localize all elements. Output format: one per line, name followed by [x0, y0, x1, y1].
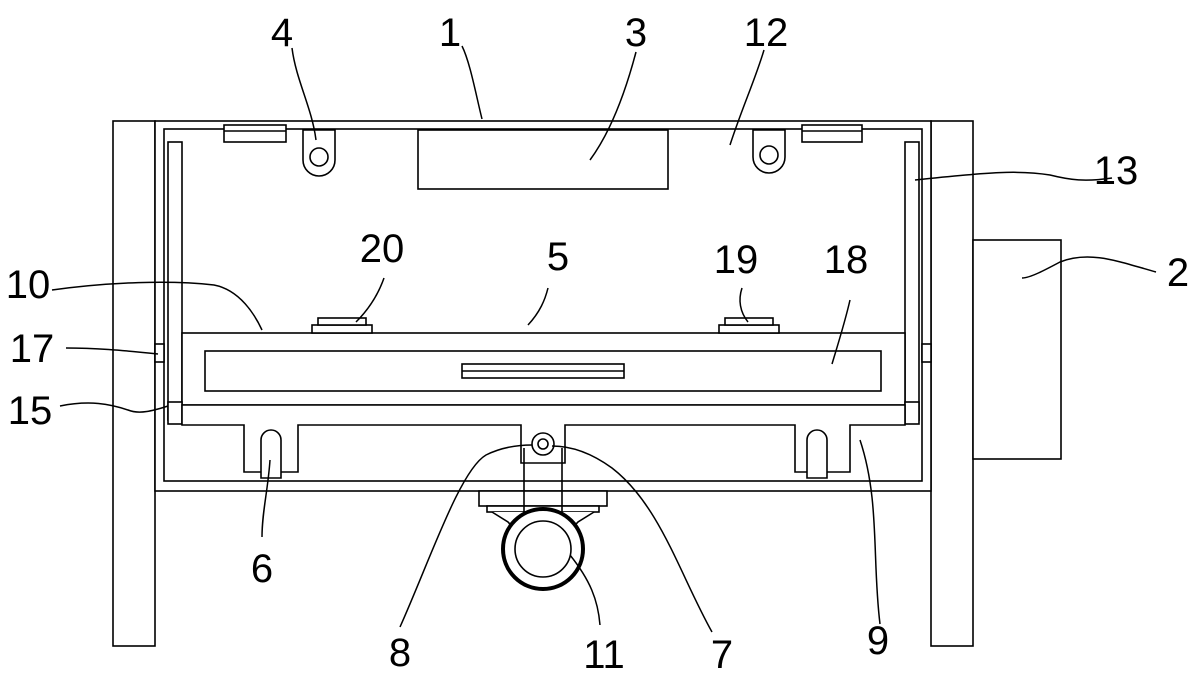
- label-19: 19: [714, 238, 759, 282]
- leader-8: [399, 444, 533, 628]
- leader-18: [65, 347, 159, 355]
- leader-11: [569, 554, 601, 626]
- top-left-ring: [302, 129, 336, 177]
- label-1: 1: [439, 11, 461, 55]
- leader-19: [739, 287, 749, 323]
- right-bump: [718, 317, 780, 334]
- label-15: 15: [8, 389, 53, 433]
- leader-2: [1021, 256, 1157, 279]
- label-7: 7: [711, 633, 733, 677]
- left-hook: [260, 429, 282, 479]
- leader-10: [51, 281, 263, 331]
- leader-9: [859, 439, 881, 625]
- label-20: 20: [360, 227, 405, 271]
- motor-assembly: [478, 448, 608, 591]
- leader-4: [291, 47, 317, 141]
- leader-13: [914, 171, 1113, 181]
- right-side-tab: [921, 343, 932, 363]
- leader-12: [729, 49, 765, 146]
- top-right-ring: [752, 129, 786, 174]
- label-12: 12: [744, 11, 789, 55]
- left-guide-rail: [167, 141, 183, 421]
- leader-7: [551, 445, 713, 633]
- label-10: 10: [6, 263, 51, 307]
- top-left-block: [223, 124, 287, 143]
- leader-1: [461, 45, 483, 120]
- leader-lines: [51, 45, 1157, 633]
- leader-17: [831, 299, 851, 365]
- housing-inner-wall: [163, 128, 923, 482]
- center-pin-inner: [537, 438, 549, 450]
- right-guide-rail: [904, 141, 920, 421]
- left-bump: [311, 317, 373, 334]
- left-leg: [112, 120, 156, 647]
- label-5: 5: [547, 235, 569, 279]
- right-hook: [806, 429, 828, 479]
- label-18: 17: [10, 327, 55, 371]
- reference-numerals: 4 1 3 12 13 2 20 5 19 18 10 17 15 6 8 11…: [6, 11, 1189, 677]
- top-center-box: [417, 129, 669, 190]
- label-8: 8: [389, 631, 411, 675]
- leader-6: [261, 459, 271, 538]
- leader-5: [527, 287, 549, 326]
- label-9: 9: [867, 619, 889, 663]
- label-4: 4: [271, 11, 293, 55]
- leader-15: [59, 402, 169, 413]
- label-6: 6: [251, 547, 273, 591]
- label-2: 2: [1167, 251, 1189, 295]
- leader-3: [589, 51, 637, 161]
- label-11: 11: [583, 633, 625, 677]
- label-13: 13: [1094, 149, 1139, 193]
- side-box: [972, 239, 1062, 460]
- leader-20: [355, 277, 385, 323]
- left-side-tab: [154, 343, 165, 363]
- label-3: 3: [625, 11, 647, 55]
- right-pivot: [904, 401, 920, 425]
- right-leg: [930, 120, 974, 647]
- left-pivot: [167, 401, 183, 425]
- label-17: 18: [824, 238, 869, 282]
- top-right-block: [801, 124, 863, 143]
